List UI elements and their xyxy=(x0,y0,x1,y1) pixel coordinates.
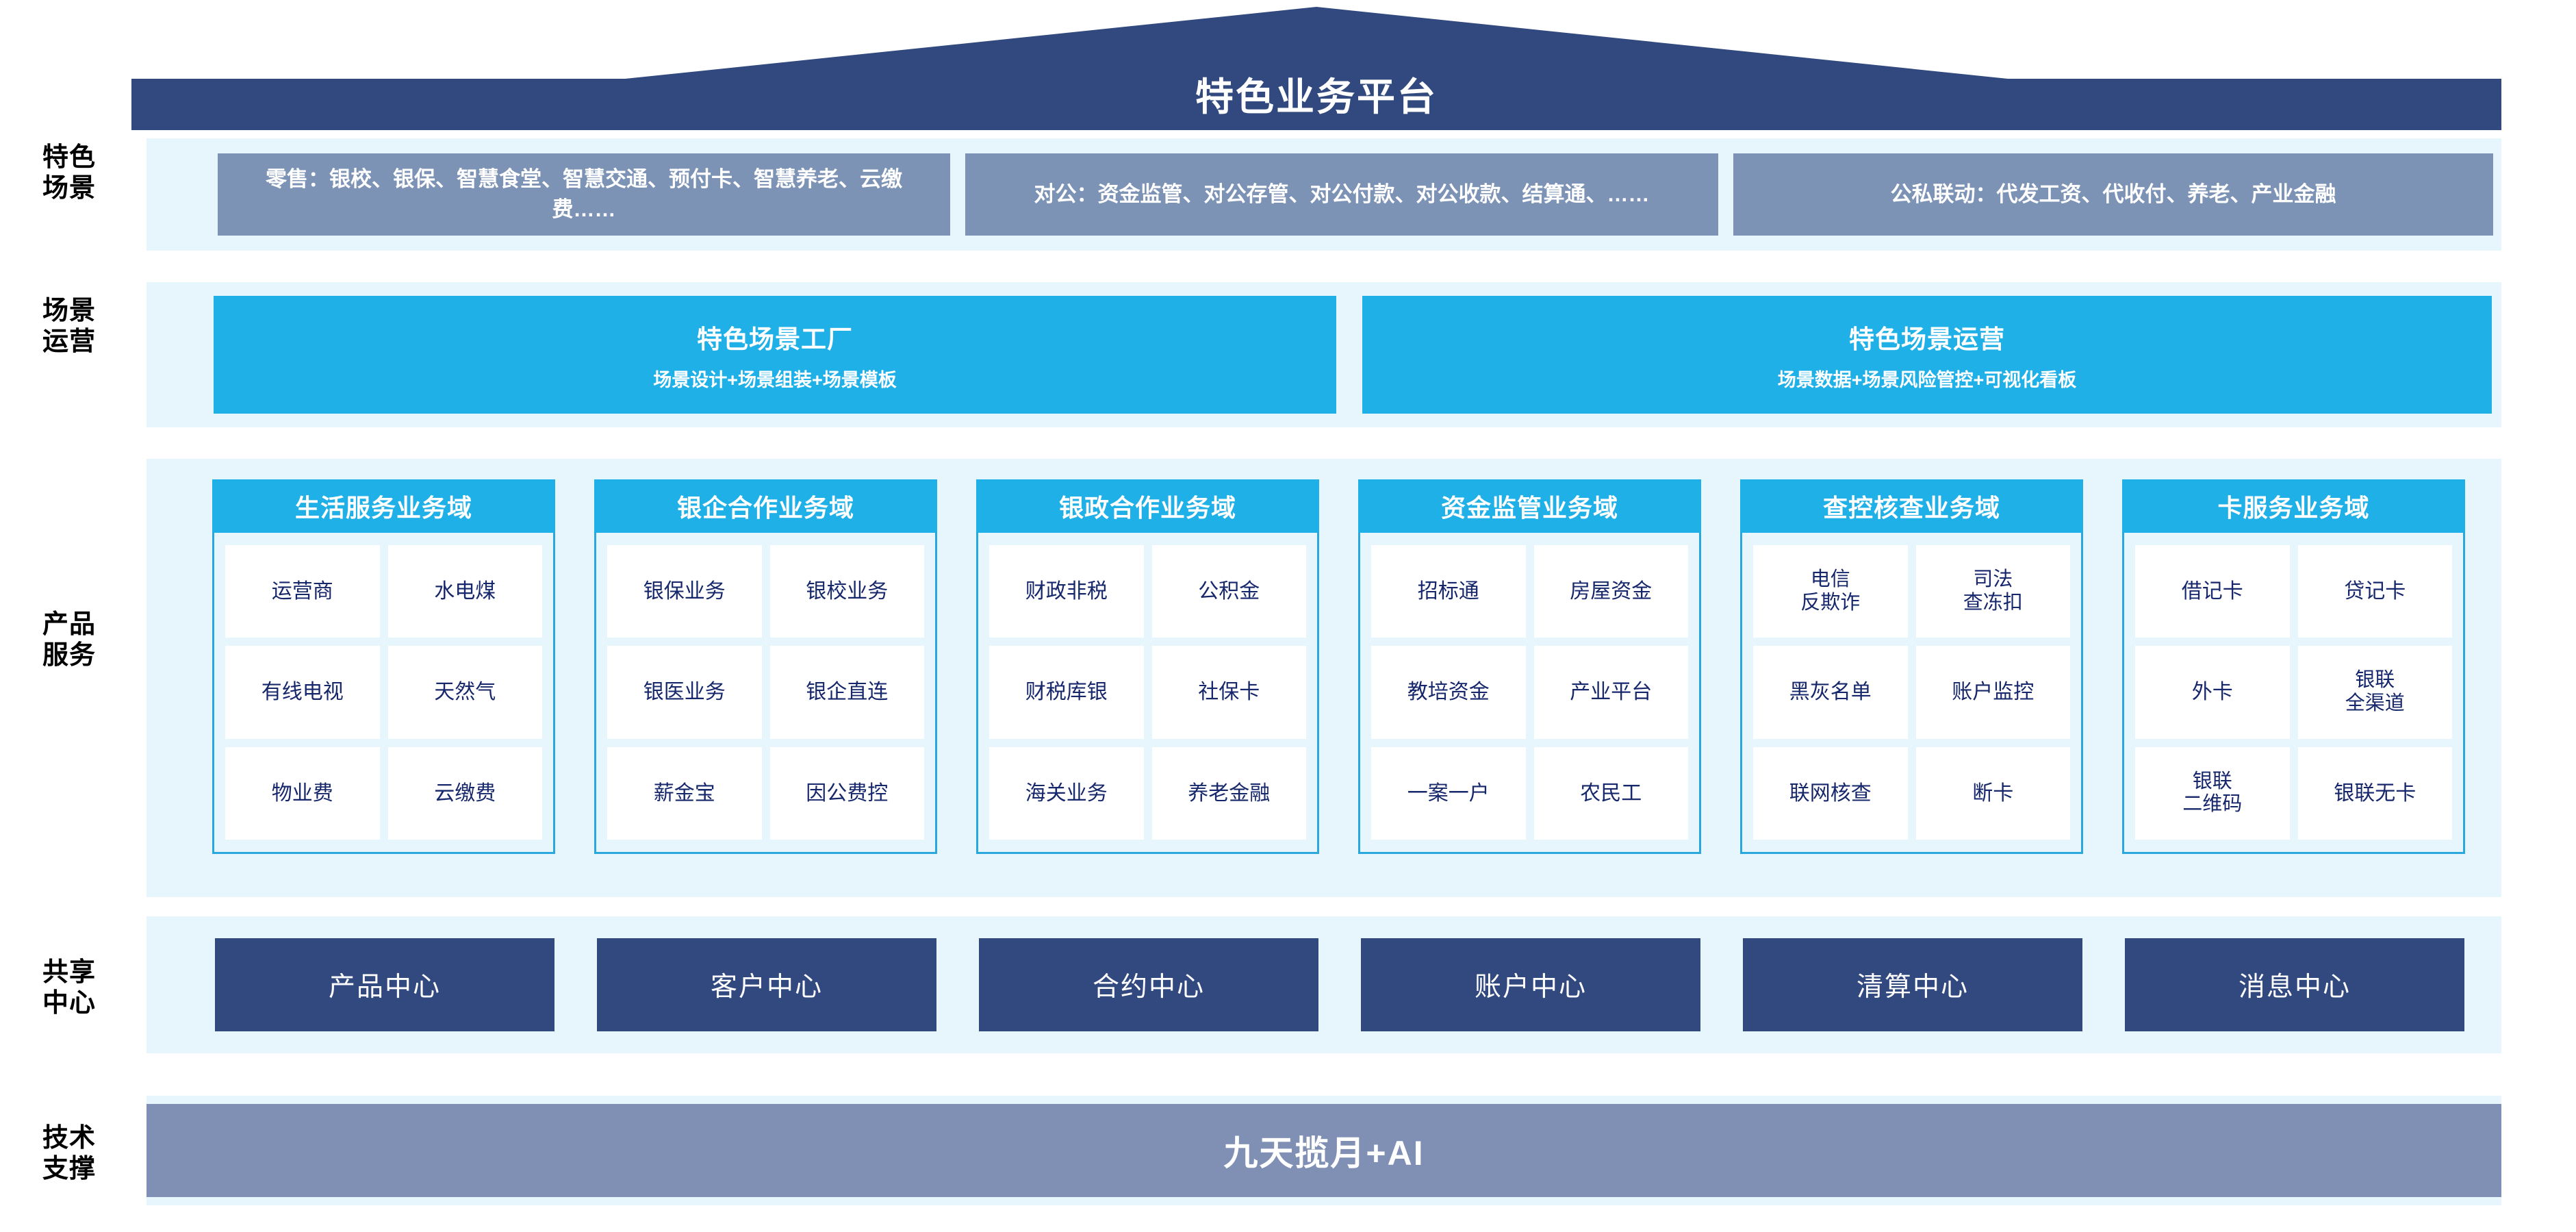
domain-items-bank-government: 财政非税 公积金 财税库银 社保卡 海关业务 养老金融 xyxy=(976,533,1319,854)
center-box-contract[interactable]: 合约中心 xyxy=(979,938,1318,1031)
domain-item[interactable]: 社保卡 xyxy=(1151,646,1306,739)
domain-bank-government: 银政合作业务域 财政非税 公积金 财税库银 社保卡 海关业务 养老金融 xyxy=(976,479,1319,854)
ops-box-scene-factory: 特色场景工厂 场景设计+场景组装+场景模板 xyxy=(214,296,1336,414)
ops-title-scene-operations: 特色场景运营 xyxy=(1849,325,2005,353)
domain-item[interactable]: 银联无卡 xyxy=(2297,746,2452,840)
tech-support-bar: 九天揽月+AI xyxy=(146,1104,2501,1197)
domain-item[interactable]: 产业平台 xyxy=(1533,646,1688,739)
domain-item[interactable]: 公积金 xyxy=(1151,545,1306,638)
domain-item[interactable]: 银企直连 xyxy=(769,646,924,739)
domain-item[interactable]: 银联全渠道 xyxy=(2297,646,2452,739)
domain-title-life-services: 生活服务业务域 xyxy=(212,479,555,533)
center-box-message[interactable]: 消息中心 xyxy=(2125,938,2464,1031)
domain-items-bank-enterprise: 银保业务 银校业务 银医业务 银企直连 薪金宝 因公费控 xyxy=(594,533,937,854)
scenario-box-linkage: 公私联动：代发工资、代收付、养老、产业金融 xyxy=(1733,153,2493,236)
center-box-clearing[interactable]: 清算中心 xyxy=(1743,938,2082,1031)
center-box-product[interactable]: 产品中心 xyxy=(215,938,554,1031)
domain-item[interactable]: 云缴费 xyxy=(387,746,542,840)
domain-item[interactable]: 财税库银 xyxy=(989,646,1144,739)
domain-item[interactable]: 联网核查 xyxy=(1753,746,1908,840)
domain-fund-supervision: 资金监管业务域 招标通 房屋资金 教培资金 产业平台 一案一户 农民工 xyxy=(1358,479,1701,854)
ops-box-scene-operations: 特色场景运营 场景数据+场景风险管控+可视化看板 xyxy=(1362,296,2492,414)
domain-item[interactable]: 借记卡 xyxy=(2135,545,2290,638)
domain-title-investigation-control: 查控核查业务域 xyxy=(1740,479,2083,533)
domain-item[interactable]: 因公费控 xyxy=(769,746,924,840)
ops-sub-scene-factory: 场景设计+场景组装+场景模板 xyxy=(653,369,897,390)
domain-items-life-services: 运营商 水电煤 有线电视 天然气 物业费 云缴费 xyxy=(212,533,555,854)
platform-roof-base xyxy=(131,79,2501,130)
rail-label-operations: 场景运营 xyxy=(42,297,96,356)
page-title: 特色业务平台 xyxy=(1195,75,1438,118)
ops-title-scene-factory: 特色场景工厂 xyxy=(697,325,853,353)
domain-item[interactable]: 断卡 xyxy=(1915,746,2070,840)
domain-item[interactable]: 有线电视 xyxy=(225,646,380,739)
domain-item[interactable]: 财政非税 xyxy=(989,545,1144,638)
scenario-box-corporate: 对公：资金监管、对公存管、对公付款、对公收款、结算通、…… xyxy=(965,153,1718,236)
domain-item[interactable]: 黑灰名单 xyxy=(1753,646,1908,739)
domain-item[interactable]: 银医业务 xyxy=(607,646,762,739)
domain-title-bank-government: 银政合作业务域 xyxy=(976,479,1319,533)
domain-item[interactable]: 天然气 xyxy=(387,646,542,739)
domain-item[interactable]: 一案一户 xyxy=(1371,746,1526,840)
domain-item[interactable]: 账户监控 xyxy=(1915,646,2070,739)
domain-items-investigation-control: 电信反欺诈 司法查冻扣 黑灰名单 账户监控 联网核查 断卡 xyxy=(1740,533,2083,854)
scenario-box-retail: 零售：银校、银保、智慧食堂、智慧交通、预付卡、智慧养老、云缴费…… xyxy=(218,153,950,236)
domain-title-bank-enterprise: 银企合作业务域 xyxy=(594,479,937,533)
domain-card-services: 卡服务业务域 借记卡 贷记卡 外卡 银联全渠道 银联二维码 银联无卡 xyxy=(2122,479,2465,854)
domain-item[interactable]: 招标通 xyxy=(1371,545,1526,638)
domain-investigation-control: 查控核查业务域 电信反欺诈 司法查冻扣 黑灰名单 账户监控 联网核查 断卡 xyxy=(1740,479,2083,854)
domain-items-card-services: 借记卡 贷记卡 外卡 银联全渠道 银联二维码 银联无卡 xyxy=(2122,533,2465,854)
domain-item[interactable]: 养老金融 xyxy=(1151,746,1306,840)
domain-item[interactable]: 水电煤 xyxy=(387,545,542,638)
rail-label-scenarios: 特色场景 xyxy=(42,143,96,203)
center-box-account[interactable]: 账户中心 xyxy=(1361,938,1700,1031)
domain-item[interactable]: 物业费 xyxy=(225,746,380,840)
domain-item[interactable]: 海关业务 xyxy=(989,746,1144,840)
center-box-customer[interactable]: 客户中心 xyxy=(597,938,936,1031)
domain-life-services: 生活服务业务域 运营商 水电煤 有线电视 天然气 物业费 云缴费 xyxy=(212,479,555,854)
domain-item[interactable]: 运营商 xyxy=(225,545,380,638)
rail-label-tech: 技术支撑 xyxy=(42,1124,96,1183)
domain-item[interactable]: 电信反欺诈 xyxy=(1753,545,1908,638)
domain-title-fund-supervision: 资金监管业务域 xyxy=(1358,479,1701,533)
domain-item[interactable]: 农民工 xyxy=(1533,746,1688,840)
domain-items-fund-supervision: 招标通 房屋资金 教培资金 产业平台 一案一户 农民工 xyxy=(1358,533,1701,854)
domain-title-card-services: 卡服务业务域 xyxy=(2122,479,2465,533)
domain-item[interactable]: 银联二维码 xyxy=(2135,746,2290,840)
domain-item[interactable]: 银校业务 xyxy=(769,545,924,638)
domain-item[interactable]: 司法查冻扣 xyxy=(1915,545,2070,638)
domain-bank-enterprise: 银企合作业务域 银保业务 银校业务 银医业务 银企直连 薪金宝 因公费控 xyxy=(594,479,937,854)
domain-item[interactable]: 薪金宝 xyxy=(607,746,762,840)
rail-label-centers: 共享中心 xyxy=(42,958,96,1018)
domain-item[interactable]: 贷记卡 xyxy=(2297,545,2452,638)
domain-item[interactable]: 银保业务 xyxy=(607,545,762,638)
ops-sub-scene-operations: 场景数据+场景风险管控+可视化看板 xyxy=(1777,369,2077,390)
domain-item[interactable]: 教培资金 xyxy=(1371,646,1526,739)
domain-item[interactable]: 外卡 xyxy=(2135,646,2290,739)
rail-label-products: 产品服务 xyxy=(42,610,96,670)
domain-item[interactable]: 房屋资金 xyxy=(1533,545,1688,638)
